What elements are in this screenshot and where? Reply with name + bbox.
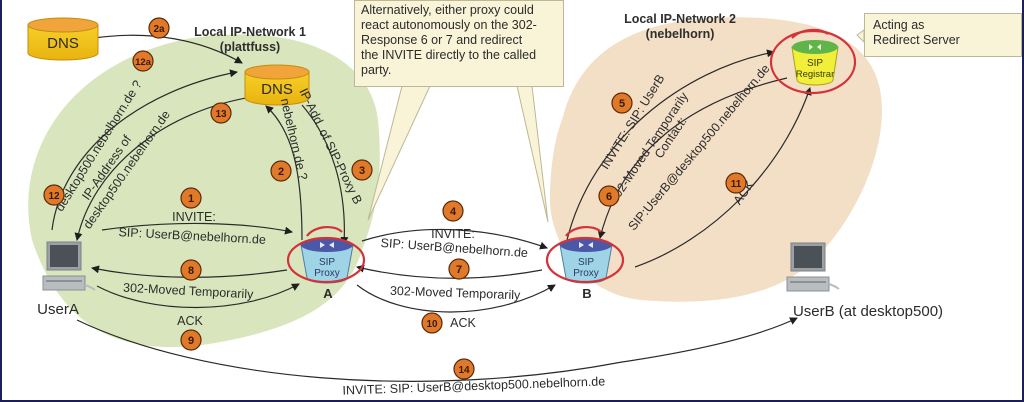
arrow-2a [86,34,243,64]
user-a-computer: UserA [37,241,96,318]
router-arrows-icon [579,242,593,248]
network-1-title: Local IP-Network 1 [194,25,306,39]
step-badge-1: 1 [180,187,202,209]
proxy-b-line1: SIP [578,257,594,268]
svg-text:5: 5 [619,98,625,110]
step-badge-9: 9 [180,329,202,351]
router-arrows-icon [809,44,821,50]
step-badge-6: 6 [598,185,620,207]
registrar-line2: Registrar [796,69,835,80]
msg-4-line1: INVITE: [431,227,475,241]
dns-external-label: DNS [47,35,79,52]
user-b-computer: UserB (at desktop500) [786,242,943,320]
svg-text:13: 13 [215,109,227,120]
msg-1-line1: INVITE: [172,210,216,224]
svg-text:7: 7 [456,264,462,276]
arrow-7 [356,264,543,279]
sip-proxy-b: SIP Proxy B [545,226,625,301]
dns-local-label: DNS [261,81,293,98]
highlight-ring-registrar [769,29,857,95]
svg-text:12a: 12a [135,57,152,68]
arrow-14 [76,317,798,382]
step-badge-8: 8 [180,259,202,281]
arrow-9 [96,283,300,309]
proxy-a-line1: SIP [319,257,335,268]
msg-8-label: 302-Moved Temporarily [123,281,255,302]
step-badge-4: 4 [442,200,464,222]
callout-pointer-right [516,85,549,223]
arrow-4 [361,228,548,250]
router-arrows-icon [320,242,334,248]
callout-line: react autonomously on the 302- [361,18,537,32]
svg-text:11: 11 [731,179,742,190]
callout-line: the INVITE directly to the called [361,48,537,62]
network-2-title: Local IP-Network 2 [624,12,736,26]
proxy-b-line2: Proxy [573,268,599,279]
redirect-server-callout: Acting as Redirect Server [864,13,1022,57]
arrow-10 [356,284,556,313]
msg-14-label: INVITE: SIP: UserB@desktop500.nebelhorn.… [342,374,605,397]
step-badge-12: 12 [43,184,65,206]
svg-text:1: 1 [188,193,194,205]
svg-text:3: 3 [359,165,365,177]
user-a-label: UserA [37,301,79,318]
step-badge-5: 5 [611,92,633,114]
callout-line: Alternatively, either proxy could [361,3,534,17]
step-badge-10: 10 [421,312,443,334]
step-badge-7: 7 [448,258,470,280]
network-2-region [550,17,882,302]
step-badge-12a: 12a [132,50,154,72]
arrow-3 [301,104,349,245]
proxy-a-label: A [323,286,333,301]
redirect-callout-pointer [856,29,865,44]
arrow-11 [634,87,812,268]
svg-text:9: 9 [188,335,194,347]
msg-7-label: 302-Moved Temporarily [390,284,522,303]
step-badge-11: 11 [725,172,747,194]
highlight-ring-a [286,236,366,284]
alternative-callout: Alternatively, either proxy could react … [354,0,564,87]
msg-9-label: ACK [177,314,203,328]
sip-proxy-a: SIP Proxy A [286,226,366,301]
callout-line: Redirect Server [873,33,960,47]
callout-line: Acting as [873,18,925,32]
registrar-line1: SIP [807,58,823,69]
svg-text:4: 4 [450,206,457,218]
arrow-2 [265,105,303,241]
dns-local: DNS [244,64,310,106]
network-2-subtitle: (nebelhorn) [646,27,715,41]
proxy-b-label: B [582,286,591,301]
svg-text:2: 2 [278,166,284,178]
arrow-1 [101,222,293,235]
svg-text:10: 10 [426,319,438,330]
arrow-5 [566,49,775,241]
step-badge-14: 14 [453,358,475,380]
callout-line: Response 6 or 7 and redirect [361,33,523,47]
step-badge-13: 13 [210,102,232,124]
sip-registrar: SIP Registrar [769,28,857,95]
highlight-ring-b [545,236,625,284]
msg-10-label: ACK [450,316,476,330]
svg-text:8: 8 [188,265,194,277]
callout-line: party. [361,63,392,77]
svg-text:12: 12 [48,191,60,202]
proxy-a-line2: Proxy [314,268,340,279]
step-badge-2a: 2a [148,17,170,39]
dns-external: DNS [27,17,99,61]
user-b-label: UserB (at desktop500) [793,303,943,320]
svg-text:14: 14 [458,365,470,376]
network-1-subtitle: (plattfuss) [220,40,280,54]
svg-text:2a: 2a [153,24,165,35]
step-badge-3: 3 [351,159,373,181]
svg-text:6: 6 [606,191,612,203]
step-badge-2: 2 [270,160,292,182]
